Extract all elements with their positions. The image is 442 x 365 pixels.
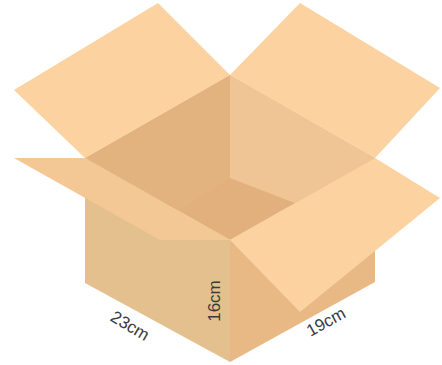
dimension-holder: 16cm [206,280,223,322]
left-front-flap [14,158,230,240]
back-left-flap [14,3,230,158]
dimension-label: 16cm [206,280,223,322]
right-front-flap [230,158,440,312]
back-right-flap [230,3,440,158]
